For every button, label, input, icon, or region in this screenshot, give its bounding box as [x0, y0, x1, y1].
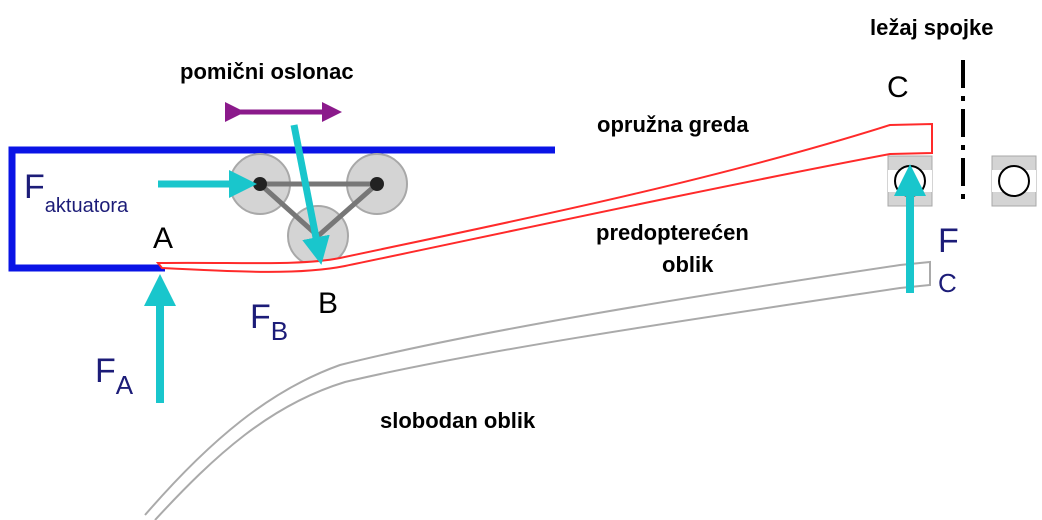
actuator-force-label: Faktuatora: [24, 168, 129, 217]
bearing-label: ležaj spojke: [870, 15, 994, 40]
preloaded-spring-beam: [155, 122, 933, 273]
point-c-label: C: [887, 71, 909, 104]
point-a-label: A: [153, 222, 173, 255]
bearing-right: [991, 155, 1037, 207]
preloaded-shape-label-2: oblik: [662, 252, 714, 277]
free-spring-shape: [144, 260, 931, 520]
free-shape-label: slobodan oblik: [380, 408, 536, 433]
preloaded-shape-label-1: predopterećen: [596, 220, 749, 245]
spring-beam-label: opružna greda: [597, 112, 749, 137]
force-a-label: FA: [95, 352, 134, 400]
housing-frame: [8, 146, 555, 272]
movable-support-label: pomični oslonac: [180, 59, 354, 84]
point-b-label: B: [318, 287, 338, 320]
force-b-arrow: [290, 124, 330, 265]
force-b-label: FB: [250, 298, 288, 346]
